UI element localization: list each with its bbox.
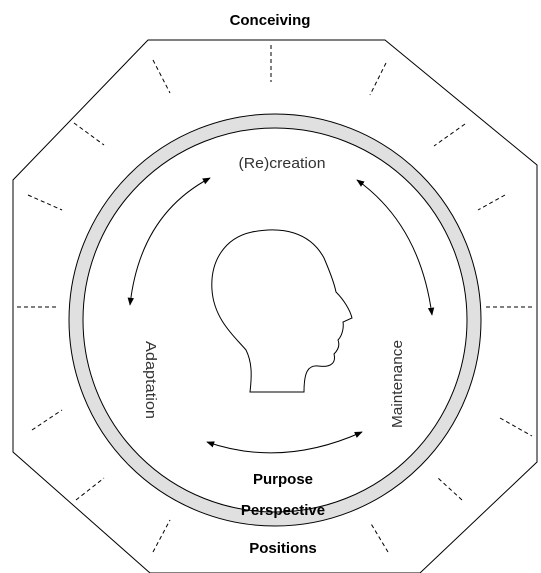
cycle-label-maintenance: Maintenance (389, 340, 406, 428)
purpose-label: Purpose (253, 471, 313, 488)
divider-ne (433, 123, 466, 147)
arrow-recreation-adaptation (127, 177, 211, 306)
divider-sw (75, 477, 105, 501)
arrow-recreation-maintenance (356, 179, 435, 316)
divider-ssw (152, 519, 171, 553)
divider-wsw (31, 409, 63, 431)
title-conceiving: Conceiving (230, 12, 311, 29)
segment-dividers (17, 45, 533, 553)
divider-nw (73, 122, 105, 146)
footer-positions: Positions (249, 540, 317, 557)
divider-ene (477, 194, 506, 211)
divider-nnw (369, 62, 387, 96)
divider-sse (369, 521, 389, 553)
arrow-adaptation-maintenance (206, 431, 363, 454)
cycle-label-recreation: (Re)creation (239, 155, 326, 172)
divider-wnw (27, 194, 63, 211)
perspective-label: Perspective (241, 502, 325, 519)
divider-se (437, 477, 463, 501)
human-head-profile-icon (211, 229, 353, 393)
divider-nne (152, 59, 171, 94)
divider-ese (499, 417, 533, 437)
cycle-label-adaptation: Adaptation (142, 341, 159, 419)
